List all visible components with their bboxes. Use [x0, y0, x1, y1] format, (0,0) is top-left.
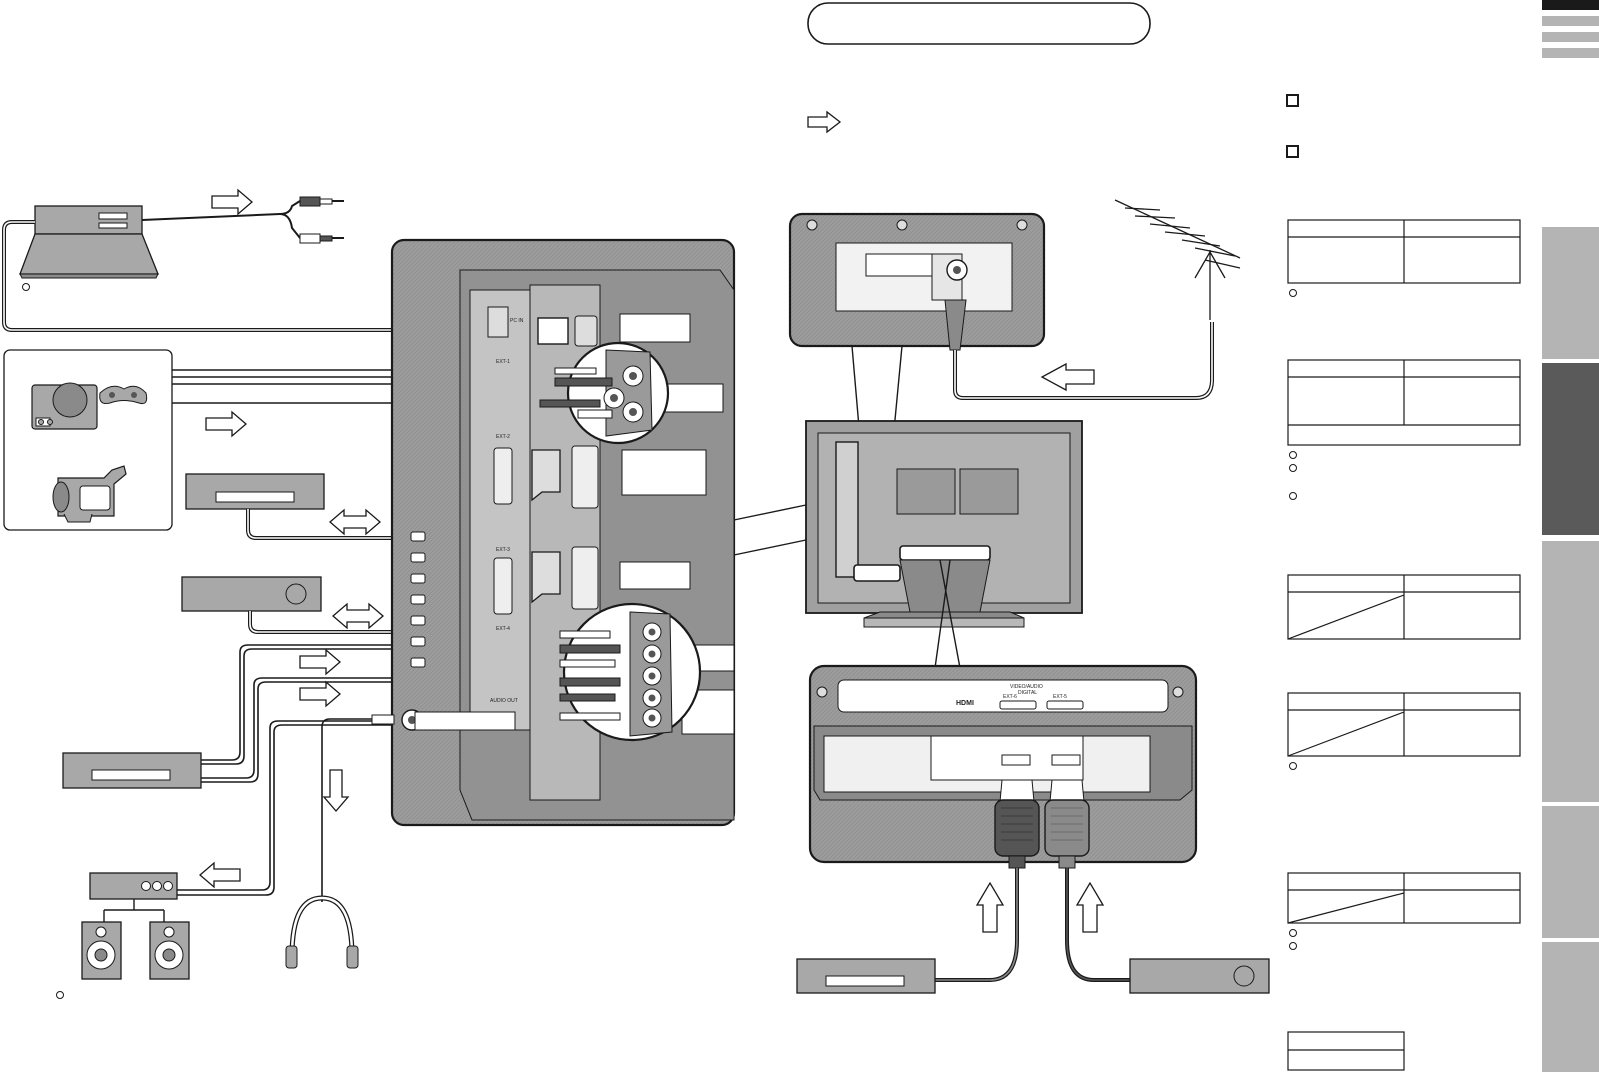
- spec-table: [1287, 359, 1521, 446]
- arrow-icon: [975, 881, 1005, 933]
- spec-table: [1287, 574, 1521, 640]
- hdmi-plug: [1044, 779, 1090, 869]
- ext5-label: EXT-5: [1053, 694, 1067, 700]
- checkbox-bullet: [1286, 94, 1299, 107]
- ext4-label: EXT-4: [496, 626, 510, 632]
- game-console-icon: [31, 382, 148, 430]
- camcorder-icon: [52, 465, 127, 523]
- ext6-label: EXT-6: [1003, 694, 1017, 700]
- rca-plug: [299, 196, 344, 244]
- laptop-icon: [19, 205, 159, 279]
- decoder-icon: [1129, 958, 1270, 994]
- note-bullet-icon: [1289, 464, 1297, 472]
- callout-label: [619, 313, 691, 343]
- section-tab[interactable]: [1542, 541, 1599, 802]
- note-bullet-icon: [1289, 451, 1297, 459]
- tv-side-buttons: [410, 531, 426, 668]
- title-box: [807, 2, 1151, 45]
- dvd-player-icon: [62, 752, 202, 789]
- dvd-recorder-icon: [796, 958, 936, 994]
- note-bullet-icon: [1289, 929, 1297, 937]
- note-bullet-icon: [22, 283, 30, 291]
- spec-table: [1287, 692, 1521, 757]
- ext1-label: EXT-1: [496, 359, 510, 365]
- decoder-icon: [181, 576, 322, 612]
- section-tab-active[interactable]: [1542, 363, 1599, 535]
- section-tab[interactable]: [1542, 227, 1599, 359]
- ext3-label: EXT-3: [496, 547, 510, 553]
- callout-label: [619, 561, 691, 590]
- bidirectional-arrow: [332, 602, 384, 630]
- hdmi-header-label: DIGITAL: [1018, 690, 1037, 696]
- headphones-icon: [285, 895, 359, 969]
- speaker-icon: [149, 921, 190, 980]
- callout-label: [621, 449, 707, 496]
- arrow-icon: [205, 410, 247, 438]
- callout-label: [414, 711, 516, 731]
- note-bullet-icon: [1289, 289, 1297, 297]
- page-marker: [1542, 0, 1599, 58]
- speaker-icon: [81, 921, 122, 980]
- pc-in-port: [487, 306, 598, 347]
- spec-table: [1287, 1031, 1405, 1071]
- spec-table: [1287, 219, 1521, 284]
- hdmi-port: [1046, 700, 1084, 710]
- audio-out-label: AUDIO OUT: [490, 698, 518, 704]
- speaker-wire: [103, 899, 165, 922]
- note-bullet-icon: [1289, 942, 1297, 950]
- arrow-icon: [199, 861, 241, 889]
- hdmi-plug: [994, 779, 1040, 869]
- arrow-icon: [1075, 881, 1105, 933]
- ext3-scart-port: [493, 546, 599, 615]
- arrow-icon: [322, 769, 350, 812]
- checkbox-bullet: [1286, 145, 1299, 158]
- hdmi-port: [999, 700, 1037, 710]
- ext2-scart-port: [493, 445, 599, 509]
- hdmi-cable: [1065, 868, 1132, 982]
- arrow-icon: [211, 188, 253, 216]
- ext1-magnifier: [539, 341, 670, 445]
- arrow-icon: [1040, 362, 1095, 392]
- antenna-socket: [944, 259, 968, 351]
- ext2-label: EXT-2: [496, 434, 510, 440]
- hdmi-header-label: VIDEO/AUDIO: [1010, 684, 1043, 690]
- section-tab[interactable]: [1542, 942, 1599, 1072]
- pc-in-label: PC IN: [510, 318, 524, 324]
- arrow-icon: [299, 680, 341, 708]
- vcr-icon: [185, 473, 325, 510]
- spec-table: [1287, 872, 1521, 924]
- arrow-icon: [299, 648, 341, 676]
- arrow-icon: [807, 110, 842, 134]
- audio-cable: [177, 724, 560, 896]
- headphone-cable: [321, 718, 372, 902]
- hdmi-cable: [932, 868, 1019, 982]
- component-cable: [201, 644, 560, 783]
- hdmi-logo: HDMI: [956, 700, 974, 707]
- audio-cable: [177, 720, 560, 891]
- note-bullet-icon: [1289, 492, 1297, 500]
- antenna-icon: [1114, 199, 1241, 320]
- bidirectional-arrow: [329, 508, 381, 536]
- note-bullet-icon: [1289, 762, 1297, 770]
- ext4-magnifier: [559, 602, 702, 742]
- amplifier-icon: [89, 872, 178, 900]
- audio-cable: [141, 200, 301, 239]
- section-tab[interactable]: [1542, 806, 1599, 938]
- note-bullet-icon: [56, 991, 64, 999]
- tv-rear-icon: [805, 420, 1083, 628]
